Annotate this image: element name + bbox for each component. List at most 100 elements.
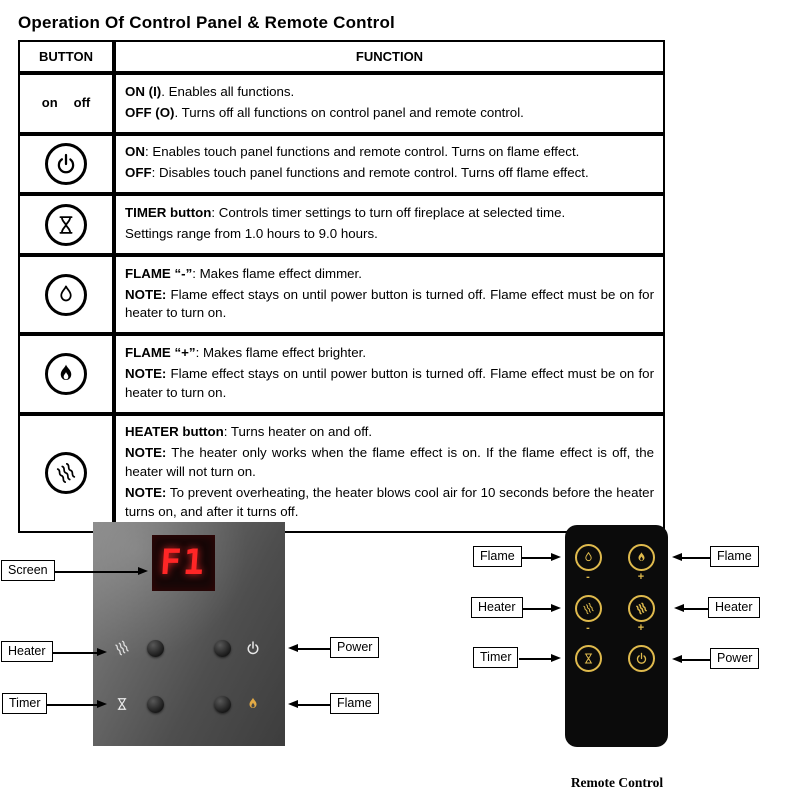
heater-icon (45, 452, 87, 495)
remote-control-caption: Remote Control (570, 775, 664, 790)
panel-button-1 (146, 639, 164, 657)
text-segment: FLAME “-” (125, 265, 193, 281)
function-text-line: NOTE: To prevent overheating, the heater… (125, 484, 654, 521)
text-segment: NOTE: (125, 445, 167, 461)
text-segment: NOTE: (125, 366, 167, 382)
text-segment: ON (125, 144, 145, 160)
function-text-line: NOTE: The heater only works when the fla… (125, 444, 654, 481)
function-text-line: HEATER button: Turns heater on and off. (125, 423, 654, 442)
table-row: ON: Enables touch panel functions and re… (18, 133, 665, 195)
text-segment: . Enables all functions. (161, 83, 295, 99)
function-text-line: ON (I). Enables all functions. (125, 83, 654, 102)
function-text-line: NOTE: Flame effect stays on until power … (125, 365, 654, 402)
panel-flame-callout-label: Flame (330, 693, 379, 714)
text-segment: : Makes flame effect brighter. (195, 344, 367, 360)
panel-heater-icon (111, 637, 133, 659)
function-text-line: OFF: Disables touch panel functions and … (125, 164, 654, 183)
remote-heater-minus-button (574, 594, 602, 622)
off-label: off (73, 95, 91, 111)
function-cell: HEATER button: Turns heater on and off. N… (114, 413, 665, 533)
panel-heater-callout-label: Heater (1, 641, 53, 662)
text-segment: HEATER button (125, 424, 224, 440)
button-cell (18, 194, 114, 256)
panel-button-3 (146, 695, 164, 713)
panel-timer-callout-label: Timer (2, 693, 48, 714)
function-cell: ON (I). Enables all functions. OFF (O). T… (114, 73, 665, 134)
remote-power-right-callout-label: Power (710, 648, 760, 669)
function-cell: FLAME “-”: Makes flame effect dimmer. NOT… (114, 255, 665, 335)
text-segment: OFF (125, 165, 152, 181)
text-segment: The heater only works when the flame eff… (125, 445, 654, 480)
remote-flame-left-callout-arrow (521, 553, 561, 562)
table-row: HEATER button: Turns heater on and off. N… (18, 413, 665, 533)
panel-flame-icon (243, 694, 263, 714)
remote-control-photo: -+-+ (565, 525, 668, 747)
led-display-value: F1 (159, 543, 208, 583)
panel-button-2 (213, 639, 231, 657)
remote-flame-right-callout-label: Flame (710, 546, 759, 567)
remote-heater-left-callout-label: Heater (471, 597, 523, 618)
panel-power-callout-arrow (288, 644, 330, 653)
text-segment: Settings range from 1.0 hours to 9.0 hou… (125, 226, 378, 242)
remote-timer-button (574, 644, 602, 672)
function-text-line: TIMER button: Controls timer settings to… (125, 204, 654, 223)
screen-callout-label: Screen (1, 560, 55, 581)
panel-heater-callout-arrow (48, 648, 107, 657)
power-icon (45, 143, 87, 186)
text-segment: FLAME “+” (125, 344, 196, 360)
remote-heater-right-callout-label: Heater (708, 597, 760, 618)
function-column-header: FUNCTION (114, 40, 665, 73)
function-text-line: NOTE: Flame effect stays on until power … (125, 286, 654, 323)
remote-flame-right-callout-arrow (672, 553, 710, 562)
function-text-line: FLAME “+”: Makes flame effect brighter. (125, 344, 654, 363)
function-text-line: Settings range from 1.0 hours to 9.0 hou… (125, 225, 654, 244)
function-text-line: ON: Enables touch panel functions and re… (125, 143, 654, 162)
panel-button-4 (213, 695, 231, 713)
remote-flame-minus-button-sign: - (586, 571, 590, 583)
function-cell: ON: Enables touch panel functions and re… (114, 133, 665, 195)
text-segment: TIMER button (125, 204, 212, 220)
text-segment: . Turns off all functions on control pan… (174, 104, 524, 120)
text-segment: : Makes flame effect dimmer. (192, 265, 362, 281)
screen-callout-arrow (48, 567, 148, 576)
text-segment: : Disables touch panel functions and rem… (151, 165, 589, 181)
on-label: on (41, 95, 58, 111)
flame-plus-icon (45, 353, 87, 396)
panel-power-icon (243, 638, 263, 658)
remote-heater-left-callout-arrow (522, 604, 561, 613)
table-row: FLAME “+”: Makes flame effect brighter. N… (18, 334, 665, 414)
button-cell (18, 334, 114, 414)
button-cell (18, 255, 114, 335)
table-row: TIMER button: Controls timer settings to… (18, 194, 665, 256)
function-cell: TIMER button: Controls timer settings to… (114, 194, 665, 256)
panel-timer-icon (112, 694, 132, 714)
remote-power-right-callout-arrow (672, 655, 710, 664)
remote-heater-plus-button-sign: + (637, 622, 645, 634)
flame-minus-icon (45, 273, 87, 316)
remote-heater-plus-button (627, 594, 655, 622)
panel-timer-callout-arrow (46, 700, 107, 709)
remote-heater-minus-button-sign: - (586, 622, 590, 634)
remote-heater-right-callout-arrow (674, 604, 708, 613)
button-cell (18, 133, 114, 195)
panel-flame-callout-arrow (288, 700, 330, 709)
table-row: FLAME “-”: Makes flame effect dimmer. NOT… (18, 255, 665, 335)
remote-flame-left-callout-label: Flame (473, 546, 522, 567)
text-segment: Flame effect stays on until power button… (125, 286, 654, 321)
text-segment: To prevent overheating, the heater blows… (125, 485, 654, 519)
control-panel-photo: F1 (93, 522, 285, 746)
timer-icon (45, 203, 87, 246)
function-text-line: FLAME “-”: Makes flame effect dimmer. (125, 265, 654, 284)
text-segment: OFF (O) (125, 104, 175, 120)
text-segment: NOTE: (125, 485, 167, 501)
remote-timer-left-callout-arrow (519, 654, 561, 663)
panel-power-callout-label: Power (330, 637, 380, 658)
text-segment: ON (I) (125, 83, 162, 99)
text-segment: Flame effect stays on until power button… (125, 366, 654, 400)
remote-timer-left-callout-label: Timer (473, 647, 519, 668)
